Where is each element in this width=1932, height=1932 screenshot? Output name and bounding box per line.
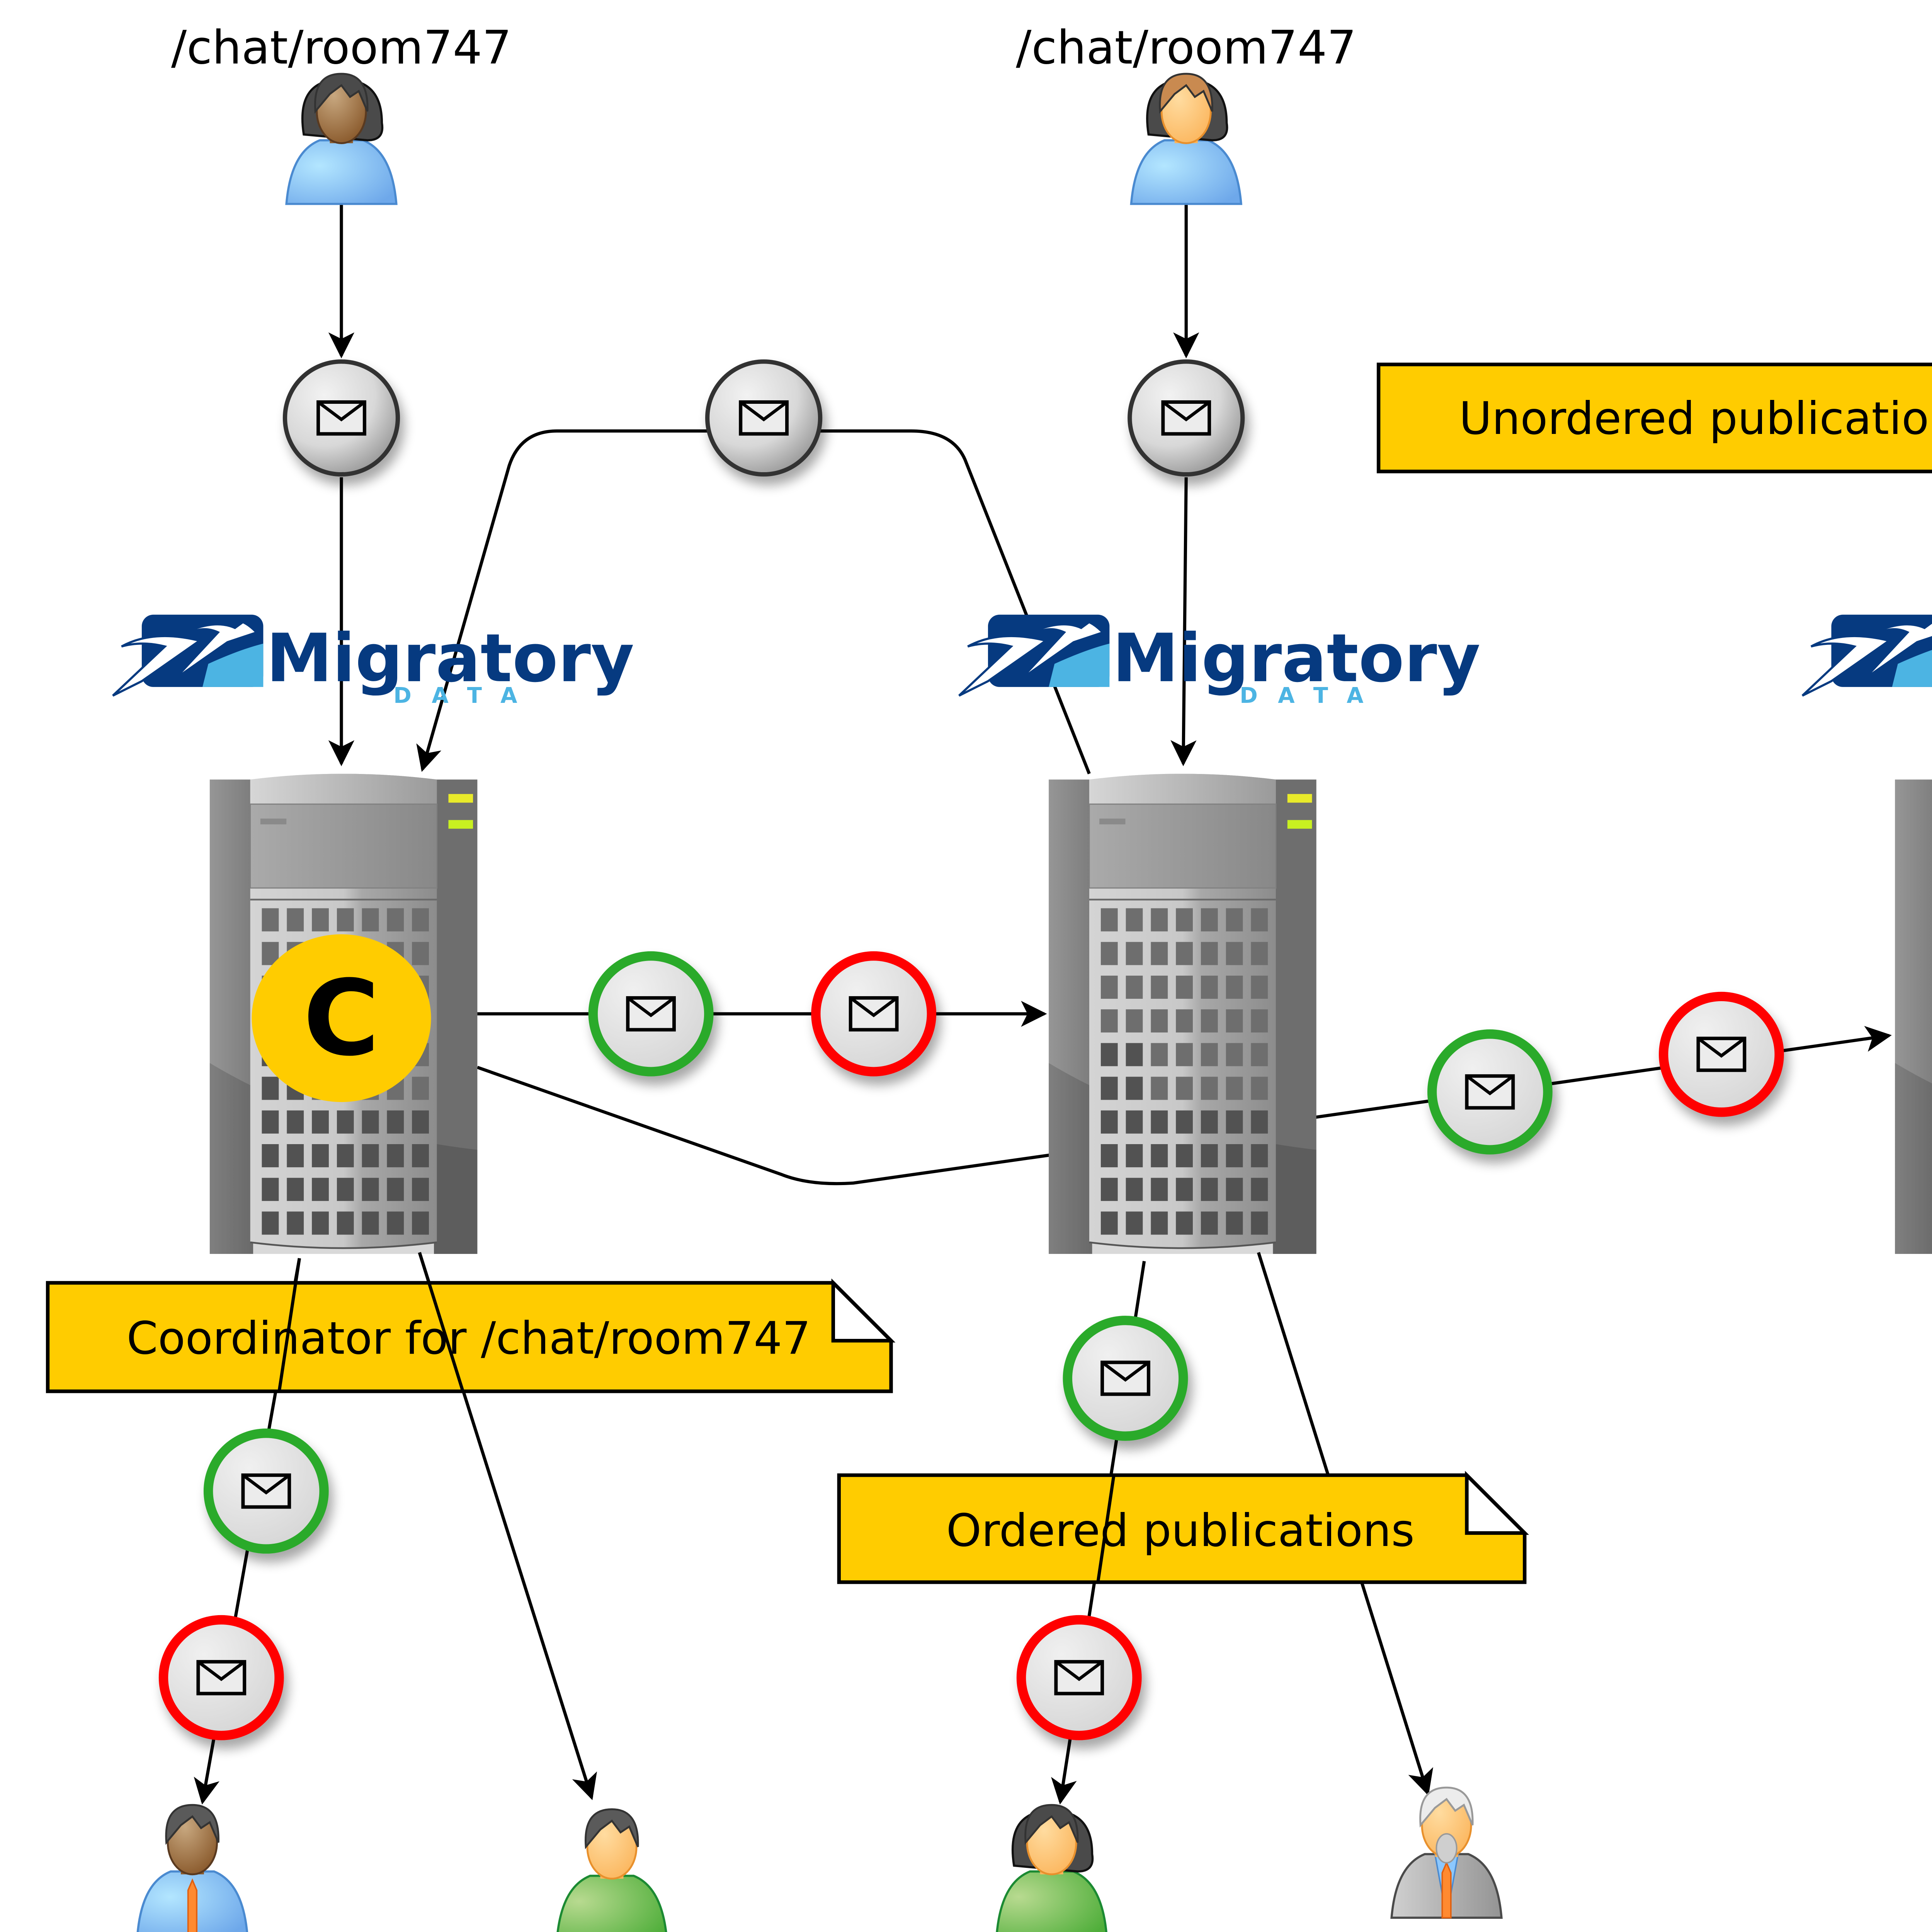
- envelope-icon: [316, 400, 366, 436]
- subscriber-avatar-4: [1390, 1786, 1503, 1919]
- envelope-icon: [1696, 1036, 1747, 1072]
- message-plain-m-pub2: [1128, 359, 1245, 477]
- message-unordered-m-s1sub-b: [158, 1615, 284, 1740]
- subscriber-avatar-3: [996, 1804, 1107, 1932]
- edge-server2-forward-to-server1: [416, 429, 1091, 774]
- envelope-icon: [241, 1473, 291, 1509]
- server-tower-3: [1895, 779, 1932, 1254]
- note-coordinator-text: Coordinator for /chat/room747: [127, 1312, 811, 1364]
- publisher-avatar-1: [285, 73, 398, 205]
- server-vent-grid: [1100, 908, 1268, 1235]
- logo-subtext: DATA: [1240, 683, 1384, 708]
- message-plain-m-forward: [705, 359, 823, 477]
- message-unordered-m-s1s2-b: [811, 951, 937, 1077]
- envelope-icon: [1161, 400, 1211, 436]
- edge-msg-to-server2: [1170, 477, 1197, 766]
- note-unordered-text: Unordered publications: [1459, 393, 1932, 445]
- coordinator-letter: C: [303, 958, 380, 1079]
- message-ordered-m-s1s3-a: [1427, 1029, 1553, 1155]
- message-unordered-m-s2sub-b: [1016, 1615, 1142, 1740]
- subscriber-avatar-1: [136, 1804, 248, 1932]
- migratory-bird-icon: [112, 614, 264, 697]
- publisher-1-topic: /chat/room747: [171, 21, 512, 75]
- message-unordered-m-s1s3-b: [1658, 992, 1784, 1117]
- message-ordered-m-s1sub-a: [203, 1429, 329, 1554]
- envelope-icon: [1054, 1660, 1104, 1696]
- migratory-bird-icon: [1801, 614, 1932, 697]
- note-coordinator: Coordinator for /chat/room747: [46, 1252, 896, 1393]
- migratory-bird-icon: [958, 614, 1110, 697]
- subscriber-avatar-2: [556, 1808, 667, 1932]
- envelope-icon: [739, 400, 789, 436]
- note-unordered: Unordered publications: [1376, 362, 1932, 473]
- envelope-icon: [849, 996, 899, 1032]
- publisher-avatar-2: [1130, 73, 1243, 205]
- topic-labels: /chat/room747 /chat/room747 /chat/room74…: [171, 21, 1357, 75]
- envelope-icon: [1100, 1361, 1150, 1396]
- coordinator-circle: [252, 934, 431, 1102]
- publisher-2-topic: /chat/room747: [1016, 21, 1356, 75]
- envelope-icon: [196, 1660, 247, 1696]
- envelope-icon: [1465, 1074, 1515, 1110]
- status-led: [1287, 820, 1312, 829]
- message-ordered-m-s2sub-a: [1063, 1316, 1188, 1441]
- logo-text: Migratory: [266, 619, 634, 697]
- note-ordered-text: Ordered publications: [946, 1505, 1415, 1557]
- message-ordered-m-s1s2-a: [588, 951, 714, 1077]
- logo-text: Migratory: [1112, 619, 1481, 697]
- status-led: [448, 820, 473, 829]
- envelope-icon: [626, 996, 676, 1032]
- note-ordered: Ordered publications: [837, 1471, 1529, 1584]
- server-tower-2: [1049, 774, 1316, 1254]
- edge-server1-to-server3: [477, 1026, 1892, 1185]
- status-led: [1287, 794, 1312, 803]
- status-led: [448, 794, 473, 803]
- coordinator-badge: C: [252, 934, 431, 1102]
- logo-subtext: DATA: [393, 683, 537, 708]
- message-plain-m-pub1: [282, 359, 400, 477]
